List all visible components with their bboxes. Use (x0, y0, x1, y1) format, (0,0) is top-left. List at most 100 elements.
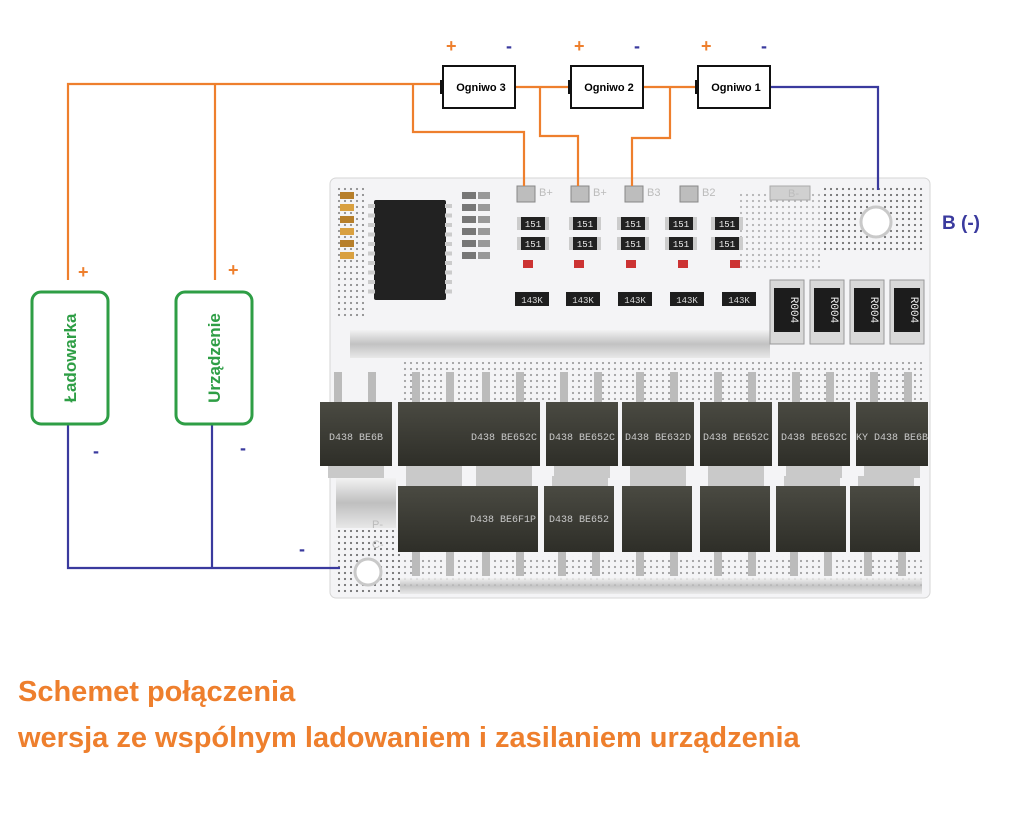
wire-charger-positive (66, 82, 443, 280)
cell-minus-sign: - (506, 36, 512, 56)
ic-pin (368, 204, 375, 208)
smd-component (462, 240, 476, 247)
diode-code: 143K (572, 296, 594, 306)
charger-minus-sign: - (93, 441, 99, 461)
resistor-code: 151 (673, 220, 689, 230)
diode-143k: 143K (670, 260, 704, 306)
ic-pin (445, 289, 452, 294)
cell-plus-sign: + (574, 36, 585, 56)
led-indicator (523, 260, 533, 268)
battery-cells: Ogniwo 3+-Ogniwo 2+-Ogniwo 1+- (440, 36, 771, 109)
charger-label: Ładowarka (61, 313, 80, 402)
pcb-pad-p-minus: P- (372, 519, 383, 531)
smd-component (478, 252, 490, 259)
diode-code: 143K (624, 296, 646, 306)
smd-component (462, 228, 476, 235)
wire-charger-negative (66, 425, 340, 570)
sense-resistor-code: R004 (907, 297, 919, 324)
sense-resistor-r004: R004 (889, 279, 925, 345)
mosfet-code: KY D438 BE6B (856, 433, 928, 444)
resistor-151: 151 (665, 237, 697, 250)
mosfet (776, 476, 846, 576)
ic-pin (368, 270, 375, 275)
ic-pin (368, 261, 375, 265)
battery-cell-1: Ogniwo 1+- (695, 36, 771, 109)
ic-pin (368, 280, 375, 284)
ic-pin (368, 289, 375, 294)
caption-subtitle: wersja ze wspólnym ladowaniem i zasilani… (18, 722, 800, 754)
sense-resistor-code: R004 (787, 297, 799, 324)
pcb-pad-c-minus: C- (372, 539, 384, 551)
ic-pin (445, 251, 452, 256)
sense-resistor-r004: R004 (849, 279, 885, 345)
battery-cell-label: Ogniwo 2 (584, 82, 634, 94)
mosfet: D438 BE6B (320, 372, 392, 478)
resistor-151: 151 (517, 237, 549, 250)
wire-pad-b2 (630, 87, 672, 186)
sense-resistor-r004: R004 (809, 279, 845, 345)
resistor-code: 151 (719, 220, 735, 230)
battery-cell-2: Ogniwo 2+- (568, 36, 644, 109)
ic-pin (368, 213, 375, 218)
mosfet-code: D438 BE652 (549, 515, 609, 526)
resistor-code: 151 (525, 220, 541, 230)
diode-code: 143K (676, 296, 698, 306)
led-indicator (678, 260, 688, 268)
smd-component (478, 216, 490, 223)
pcb-pad-label: B- (788, 188, 799, 200)
diode-143k: 143K (566, 260, 600, 306)
mosfet-code: D438 BE6F1P (470, 515, 536, 526)
mosfet (850, 476, 920, 576)
mosfet-code: D438 BE6B (329, 433, 383, 444)
smd-component (340, 252, 354, 259)
smd-component (340, 204, 354, 211)
ic-pin (445, 232, 452, 237)
positive-wires (66, 82, 698, 280)
cell-plus-sign: + (701, 36, 712, 56)
battery-cell-label: Ogniwo 3 (456, 82, 506, 94)
mosfet: D438 BE652C (546, 372, 618, 478)
smd-component (340, 240, 354, 247)
diode-code: 143K (521, 296, 543, 306)
ic-pin (368, 242, 375, 246)
resistor-151: 151 (617, 237, 649, 250)
diode-143k: 143K (618, 260, 652, 306)
resistor-code: 151 (577, 240, 593, 250)
resistor-151: 151 (711, 217, 743, 230)
smd-component (340, 192, 354, 199)
battery-cell-label: Ogniwo 1 (711, 82, 761, 94)
negative-wires (66, 85, 880, 570)
b-minus-label: B (-) (942, 213, 980, 234)
pcb-pad-label: B3 (647, 187, 660, 199)
smd-component (340, 216, 354, 223)
resistor-code: 151 (625, 220, 641, 230)
mosfet-code: D438 BE632D (625, 433, 691, 444)
mosfet: D438 BE652C (700, 372, 772, 478)
mosfet: D438 BE6F1P (468, 476, 538, 576)
cell-plus-sign: + (446, 36, 457, 56)
smd-component (462, 252, 476, 259)
mounting-hole-c-minus (353, 557, 383, 587)
battery-cell-3: Ogniwo 3 + - (440, 36, 516, 109)
sense-resistor-r004: R004 (769, 279, 805, 345)
resistor-151: 151 (665, 217, 697, 230)
resistor-code: 151 (577, 220, 593, 230)
smd-component (478, 192, 490, 199)
smd-component (462, 216, 476, 223)
mosfet (398, 476, 468, 576)
ic-pin (445, 261, 452, 265)
mosfet-code: D438 BE652C (549, 433, 615, 444)
device-minus-sign: - (240, 438, 246, 458)
ic-pin (445, 280, 452, 284)
wire-pad-b3 (538, 87, 580, 186)
wire-pad-b-plus (411, 84, 526, 186)
smd-component (478, 240, 490, 247)
pcb-pad-label: B+ (539, 187, 553, 199)
pcb-pad-b-plus: B+ (516, 185, 553, 203)
diode-143k: 143K (515, 260, 549, 306)
resistor-151: 151 (569, 217, 601, 230)
mosfet: KY D438 BE6B (856, 372, 928, 478)
sense-resistor-code: R004 (867, 297, 879, 324)
